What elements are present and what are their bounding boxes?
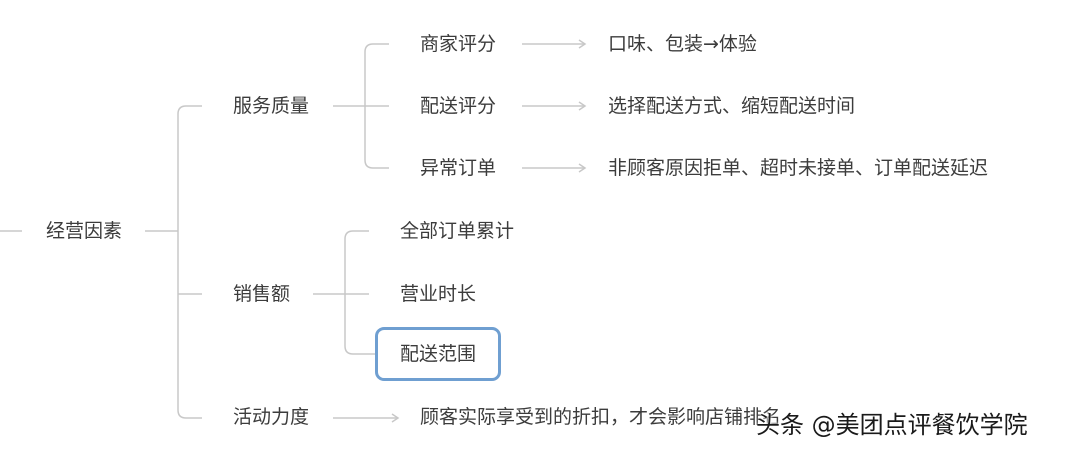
detail-merchant-rating[interactable]: 口味、包装→体验: [608, 33, 757, 55]
node-merchant-rating[interactable]: 商家评分: [420, 33, 497, 55]
detail-abnormal-orders[interactable]: 非顾客原因拒单、超时未接单、订单配送延迟: [608, 157, 989, 179]
detail-delivery-rating[interactable]: 选择配送方式、缩短配送时间: [608, 95, 856, 117]
selection-highlight: [375, 327, 501, 381]
watermark: 头条 @美团点评餐饮学院: [756, 411, 1028, 439]
level1-bracket: [177, 105, 202, 419]
node-delivery-range[interactable]: 配送范围: [400, 343, 477, 365]
branch-sales[interactable]: 销售额: [233, 283, 291, 305]
branch-promotion[interactable]: 活动力度: [233, 406, 310, 428]
node-business-hours[interactable]: 营业时长: [400, 283, 477, 305]
sales-bracket: [344, 230, 376, 355]
detail-arrowhead: [578, 163, 587, 173]
node-abnormal-orders[interactable]: 异常订单: [420, 157, 497, 179]
detail-arrowhead: [578, 39, 587, 49]
node-total-orders[interactable]: 全部订单累计: [400, 220, 515, 242]
promotion-arrowhead: [391, 413, 400, 423]
root-node[interactable]: 经营因素: [46, 220, 123, 242]
node-delivery-rating[interactable]: 配送评分: [420, 95, 497, 117]
detail-arrowhead: [578, 101, 587, 111]
branch-service-quality[interactable]: 服务质量: [233, 95, 310, 117]
detail-promotion[interactable]: 顾客实际享受到的折扣，才会影响店铺排名: [420, 406, 782, 428]
